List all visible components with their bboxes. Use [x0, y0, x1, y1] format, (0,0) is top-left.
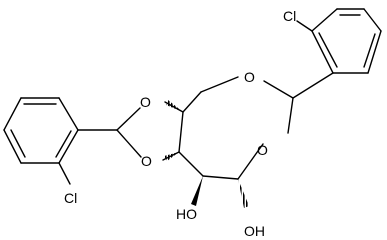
atom-label-oh: OH — [244, 223, 265, 237]
hashed-bond-oh — [238, 179, 249, 208]
atom-label-cl-left: Cl — [64, 190, 77, 206]
atom-label-o-dioxolane-top: O — [140, 94, 151, 110]
hashed-bond-top — [166, 100, 183, 112]
dioxolane-ring — [116, 101, 184, 161]
atom-label-o-top: O — [244, 69, 255, 85]
cl-bond-left — [58, 162, 71, 185]
atom-label-o-right: O — [257, 142, 268, 158]
atom-label-ho: HO — [176, 206, 197, 222]
eight-membered-ring — [178, 76, 264, 180]
wedge-bond-ho — [191, 176, 203, 206]
aryl-ring-left — [3, 97, 118, 164]
atom-label-o-dioxolane-bottom: O — [141, 153, 152, 169]
acetal-bonds-top — [263, 72, 334, 134]
cl-bond-top — [296, 20, 313, 32]
atom-label-cl-top: Cl — [283, 8, 296, 24]
hashed-bond-bottom — [164, 152, 179, 161]
aryl-ring-top-right — [311, 8, 382, 74]
